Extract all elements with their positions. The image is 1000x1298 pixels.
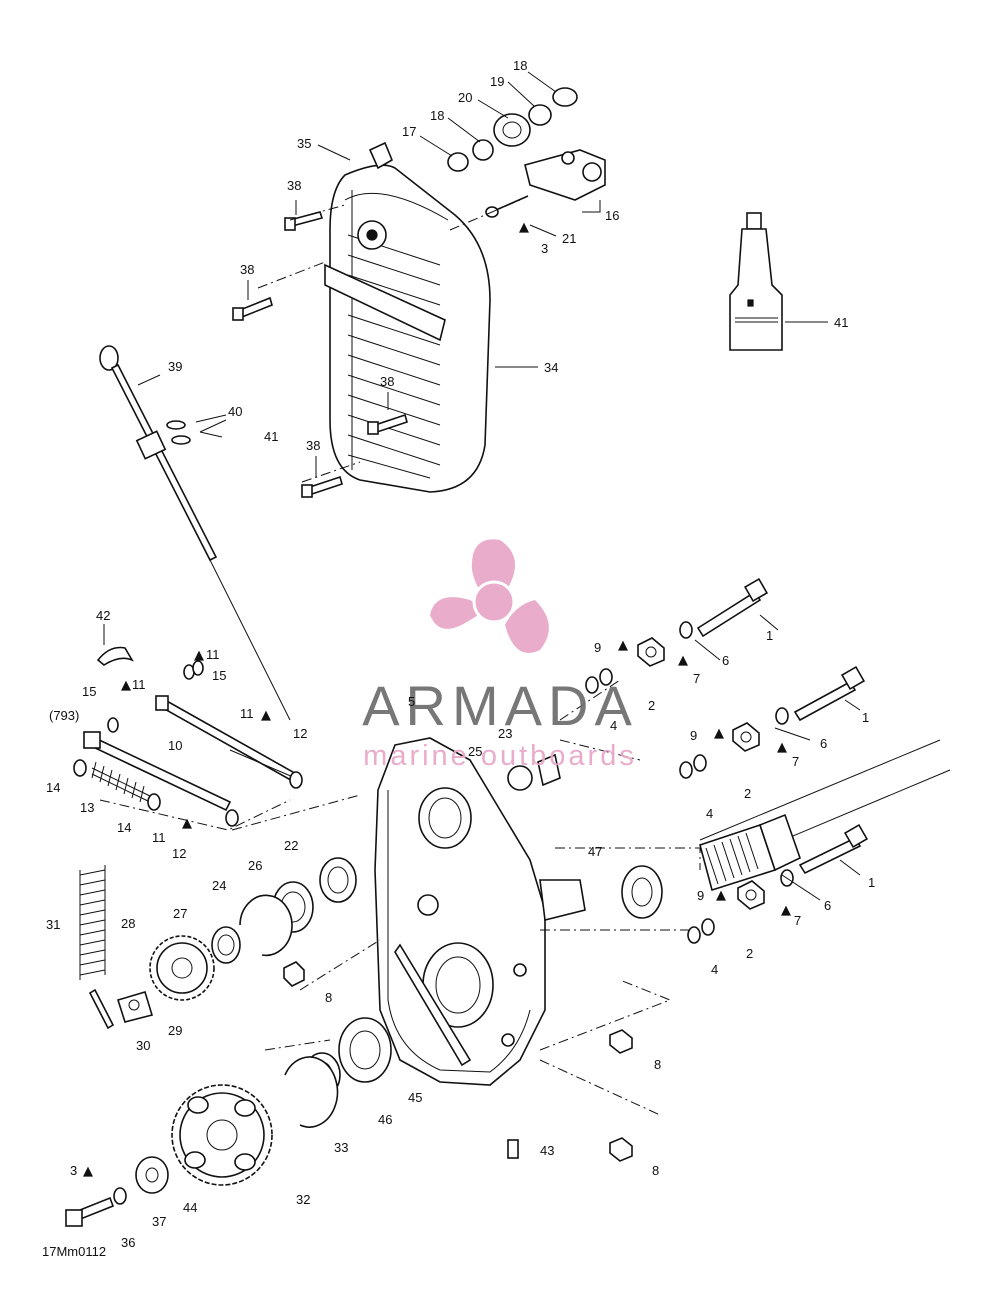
callout-11: 11 xyxy=(152,830,166,845)
callout-30: 30 xyxy=(136,1038,150,1053)
spring-31 xyxy=(79,865,106,980)
callout-6: 6 xyxy=(824,898,831,913)
callout-38: 38 xyxy=(287,178,301,193)
callout-39: 39 xyxy=(168,359,182,374)
diagram-code: 17Mm0112 xyxy=(42,1244,106,1259)
callout-42: 42 xyxy=(96,608,110,623)
callout-14: 14 xyxy=(117,820,131,835)
callout-41: 41 xyxy=(264,429,278,444)
callout-38: 38 xyxy=(240,262,254,277)
misc-fasteners xyxy=(507,753,633,1162)
callout-10: 10 xyxy=(168,738,182,753)
tensioner-assembly xyxy=(447,87,606,233)
callout-17: 17 xyxy=(402,124,416,139)
callout-23: 23 xyxy=(498,726,512,741)
callout-45: 45 xyxy=(408,1090,422,1105)
callout-6: 6 xyxy=(722,653,729,668)
watermark: ARMADA marine outboards xyxy=(362,539,638,772)
callout-6: 6 xyxy=(820,736,827,751)
callout-7: 7 xyxy=(792,754,799,769)
callout-20: 20 xyxy=(458,90,472,105)
callout-38: 38 xyxy=(306,438,320,453)
callout-7: 7 xyxy=(794,913,801,928)
callout-18: 18 xyxy=(513,58,527,73)
callout-7: 7 xyxy=(693,671,700,686)
callout-11: 11 xyxy=(132,677,146,692)
callout-8: 8 xyxy=(654,1057,661,1072)
dipstick xyxy=(99,345,291,721)
lower-sprocket xyxy=(65,1017,392,1227)
callout-37: 37 xyxy=(152,1214,166,1229)
callout-15: 15 xyxy=(82,684,96,699)
callout-44: 44 xyxy=(183,1200,197,1215)
callout-9: 9 xyxy=(690,728,697,743)
callout-38: 38 xyxy=(380,374,394,389)
callout-35: 35 xyxy=(297,136,311,151)
callout-27: 27 xyxy=(173,906,187,921)
callout-46: 46 xyxy=(378,1112,392,1127)
callout-21: 21 xyxy=(562,231,576,246)
callout-4: 4 xyxy=(610,718,617,733)
callout-11: 11 xyxy=(240,706,254,721)
callout-41: 41 xyxy=(834,315,848,330)
callout-8: 8 xyxy=(325,990,332,1005)
callout-16: 16 xyxy=(605,208,619,223)
leader-lines xyxy=(103,71,861,901)
callout-47: 47 xyxy=(588,844,602,859)
callout-18: 18 xyxy=(430,108,444,123)
callout-8: 8 xyxy=(652,1163,659,1178)
o-rings-40 xyxy=(166,420,191,445)
ref-793: (793) xyxy=(49,708,79,723)
oil-bottle xyxy=(729,212,783,351)
callout-40: 40 xyxy=(228,404,242,419)
callout-14: 14 xyxy=(46,780,60,795)
seal-47 xyxy=(621,865,663,919)
callout-13: 13 xyxy=(80,800,94,815)
callout-2: 2 xyxy=(746,946,753,961)
callout-2: 2 xyxy=(648,698,655,713)
callout-29: 29 xyxy=(168,1023,182,1038)
bolts-38 xyxy=(232,211,408,498)
callout-3: 3 xyxy=(70,1163,77,1178)
drive-shaft xyxy=(699,739,951,892)
callout-33: 33 xyxy=(334,1140,348,1155)
callout-labels: 18 19 20 18 17 35 38 16 21 3 38 41 39 34… xyxy=(42,58,875,1259)
callout-5: 5 xyxy=(408,694,415,709)
callout-9: 9 xyxy=(594,640,601,655)
callout-34: 34 xyxy=(544,360,558,375)
watermark-brand: ARMADA xyxy=(362,674,638,737)
adjuster-bolts xyxy=(585,577,869,944)
callout-32: 32 xyxy=(296,1192,310,1207)
callout-1: 1 xyxy=(868,875,875,890)
assembly-lines xyxy=(99,199,701,1116)
callout-31: 31 xyxy=(46,917,60,932)
callout-19: 19 xyxy=(490,74,504,89)
left-tensioner-parts xyxy=(73,646,303,829)
callout-4: 4 xyxy=(706,806,713,821)
callout-9: 9 xyxy=(697,888,704,903)
callout-28: 28 xyxy=(121,916,135,931)
callout-11: 11 xyxy=(206,647,220,662)
callout-26: 26 xyxy=(248,858,262,873)
chaincase-housing xyxy=(374,737,586,1086)
upper-bearings xyxy=(211,857,357,987)
callout-4: 4 xyxy=(711,962,718,977)
callout-3: 3 xyxy=(541,241,548,256)
callout-24: 24 xyxy=(212,878,226,893)
upper-sprocket xyxy=(88,935,215,1030)
callout-12: 12 xyxy=(172,846,186,861)
watermark-tagline: marine outboards xyxy=(363,740,637,772)
case-cover-assembly xyxy=(324,141,491,493)
callout-1: 1 xyxy=(862,710,869,725)
callout-1: 1 xyxy=(766,628,773,643)
callout-25: 25 xyxy=(468,744,482,759)
callout-36: 36 xyxy=(121,1235,135,1250)
callout-22: 22 xyxy=(284,838,298,853)
callout-2: 2 xyxy=(744,786,751,801)
callout-12: 12 xyxy=(293,726,307,741)
callout-15: 15 xyxy=(212,668,226,683)
callout-43: 43 xyxy=(540,1143,554,1158)
